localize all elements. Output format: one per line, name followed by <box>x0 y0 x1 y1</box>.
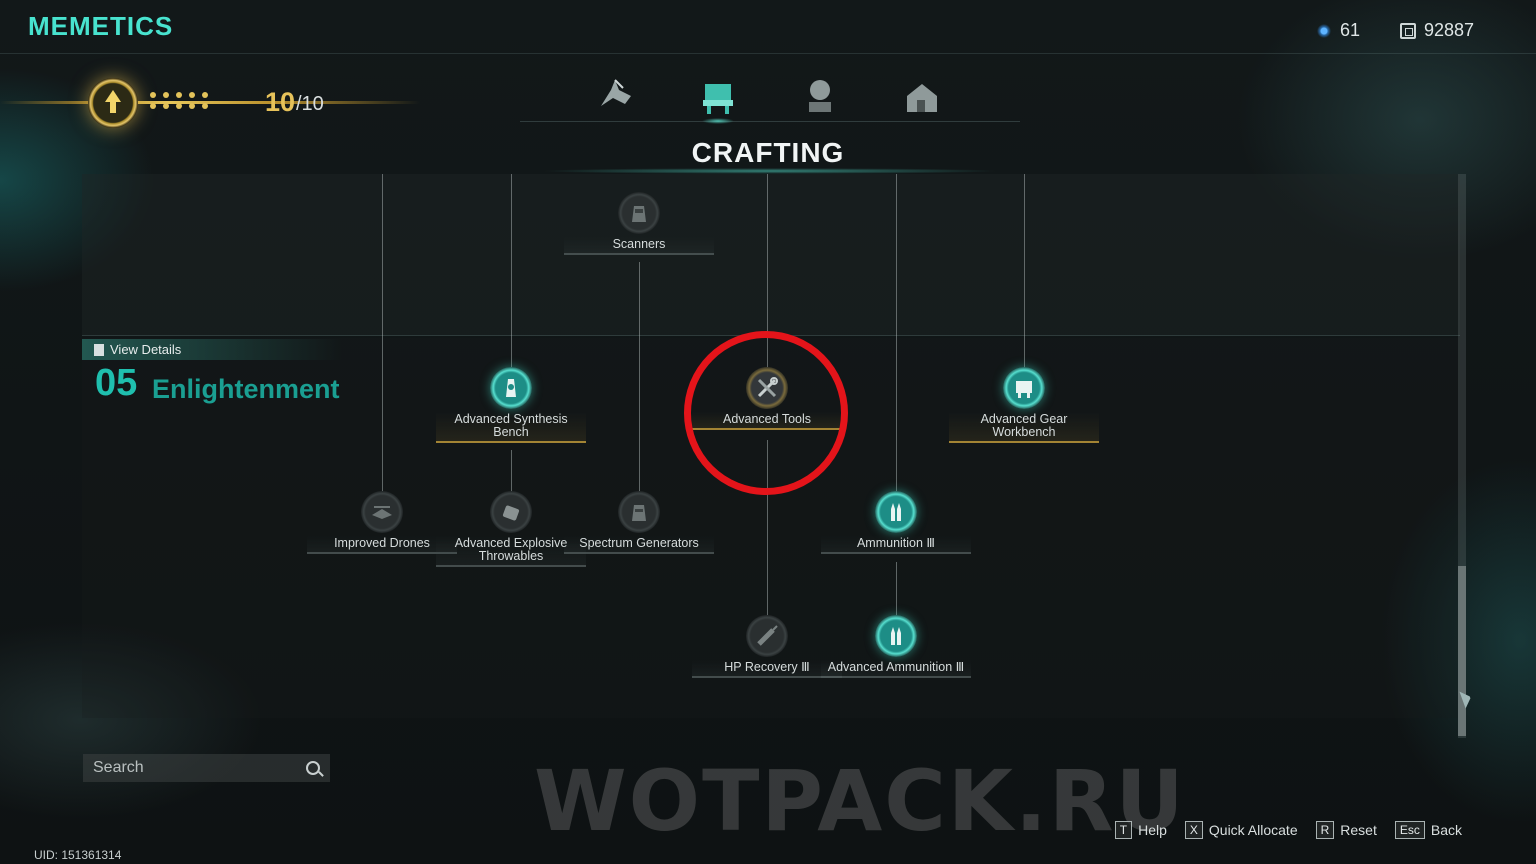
page-title: MEMETICS <box>28 11 174 41</box>
node-label: Ammunition Ⅲ <box>821 536 971 554</box>
ammunition-icon <box>875 491 917 533</box>
gear-workbench-icon <box>1003 367 1045 409</box>
help-hint[interactable]: T Help <box>1114 821 1167 839</box>
scrollbar[interactable] <box>1458 174 1466 738</box>
key-cap: Esc <box>1394 821 1425 839</box>
tree-icon <box>809 80 831 112</box>
connector-line <box>511 450 512 494</box>
tab-combat[interactable] <box>592 74 640 118</box>
tab-crafting[interactable] <box>694 74 742 124</box>
tier-panel-upper <box>82 174 1460 336</box>
advanced-ammunition-icon <box>875 615 917 657</box>
node-label: Improved Drones <box>307 536 457 554</box>
key-label: Reset <box>1340 822 1377 838</box>
node-advanced-explosive-throwables[interactable]: Advanced Explosive Throwables <box>436 491 586 567</box>
connector-line <box>896 562 897 616</box>
tier-number: 05 <box>95 362 138 404</box>
node-label: Spectrum Generators <box>564 536 714 554</box>
category-tabs <box>520 70 1020 124</box>
tab-farming[interactable] <box>796 74 844 118</box>
node-advanced-synthesis-bench[interactable]: Advanced Synthesis Bench <box>436 367 586 443</box>
connector-line <box>1024 174 1025 369</box>
key-cap: X <box>1184 821 1203 839</box>
scroll-thumb[interactable] <box>1458 566 1466 736</box>
level-up-icon <box>88 78 138 128</box>
user-id: UID: 151361314 <box>34 848 122 862</box>
tab-building[interactable] <box>898 74 946 118</box>
key-cap: T <box>1114 821 1133 839</box>
category-title: CRAFTING <box>691 137 845 168</box>
chip-currency: 92887 <box>1400 20 1474 41</box>
level-beam <box>0 101 420 104</box>
key-label: Help <box>1138 822 1167 838</box>
node-label: Advanced Ammunition Ⅲ <box>821 660 971 678</box>
document-icon <box>94 343 104 356</box>
top-bar: MEMETICS 61 92887 <box>0 0 1536 54</box>
key-label: Back <box>1430 822 1462 838</box>
gem-count: 61 <box>1340 20 1361 40</box>
explosive-icon <box>490 491 532 533</box>
node-label: Advanced Explosive Throwables <box>436 536 586 567</box>
view-details-label: View Details <box>110 342 182 357</box>
node-scanners[interactable]: Scanners <box>564 192 714 255</box>
search-input[interactable] <box>93 759 283 777</box>
syringe-icon <box>746 615 788 657</box>
node-advanced-ammunition-iii[interactable]: Advanced Ammunition Ⅲ <box>821 615 971 678</box>
key-hints: T Help X Quick Allocate R Reset Esc Back <box>1114 821 1462 839</box>
tier-name: Enlightenment <box>152 374 340 404</box>
generator-icon <box>618 491 660 533</box>
node-ammunition-iii[interactable]: Ammunition Ⅲ <box>821 491 971 554</box>
search-icon[interactable] <box>306 761 320 775</box>
chip-count: 92887 <box>1424 20 1475 40</box>
key-label: Quick Allocate <box>1208 822 1298 838</box>
category-glow <box>540 168 1000 174</box>
node-improved-drones[interactable]: Improved Drones <box>307 491 457 554</box>
key-cap: R <box>1315 821 1335 839</box>
connector-line <box>896 174 897 494</box>
node-spectrum-generators[interactable]: Spectrum Generators <box>564 491 714 554</box>
memetic-level: 10 /10 <box>0 70 420 136</box>
workbench-icon <box>703 84 733 114</box>
connector-line <box>511 174 512 369</box>
reset-hint[interactable]: R Reset <box>1315 821 1377 839</box>
connector-line <box>767 174 768 369</box>
node-label: Scanners <box>564 237 714 255</box>
watermark: WOTPACK.RU <box>534 752 1186 850</box>
highlight-circle <box>684 331 848 495</box>
chip-icon <box>1400 22 1416 39</box>
house-icon <box>907 84 937 112</box>
node-label: Advanced Synthesis Bench <box>436 412 586 443</box>
search-box[interactable] <box>83 754 330 782</box>
view-details-button[interactable]: View Details <box>82 339 342 360</box>
synthesis-bench-icon <box>490 367 532 409</box>
level-current: 10 <box>265 87 296 117</box>
back-hint[interactable]: Esc Back <box>1394 821 1462 839</box>
node-label: HP Recovery Ⅲ <box>692 660 842 678</box>
level-max: /10 <box>296 93 324 115</box>
drone-icon <box>361 491 403 533</box>
drone-blade-icon <box>601 79 631 106</box>
node-label: Advanced Gear Workbench <box>949 412 1099 443</box>
gem-icon <box>1316 22 1332 39</box>
connector-line <box>639 262 640 494</box>
quick-allocate-hint[interactable]: X Quick Allocate <box>1184 821 1298 839</box>
level-pips <box>150 92 214 109</box>
node-hp-recovery-iii[interactable]: HP Recovery Ⅲ <box>692 615 842 678</box>
connector-line <box>382 174 383 494</box>
connector-line <box>767 440 768 616</box>
scanner-icon <box>618 192 660 234</box>
node-advanced-gear-workbench[interactable]: Advanced Gear Workbench <box>949 367 1099 443</box>
gem-currency: 61 <box>1316 20 1360 41</box>
